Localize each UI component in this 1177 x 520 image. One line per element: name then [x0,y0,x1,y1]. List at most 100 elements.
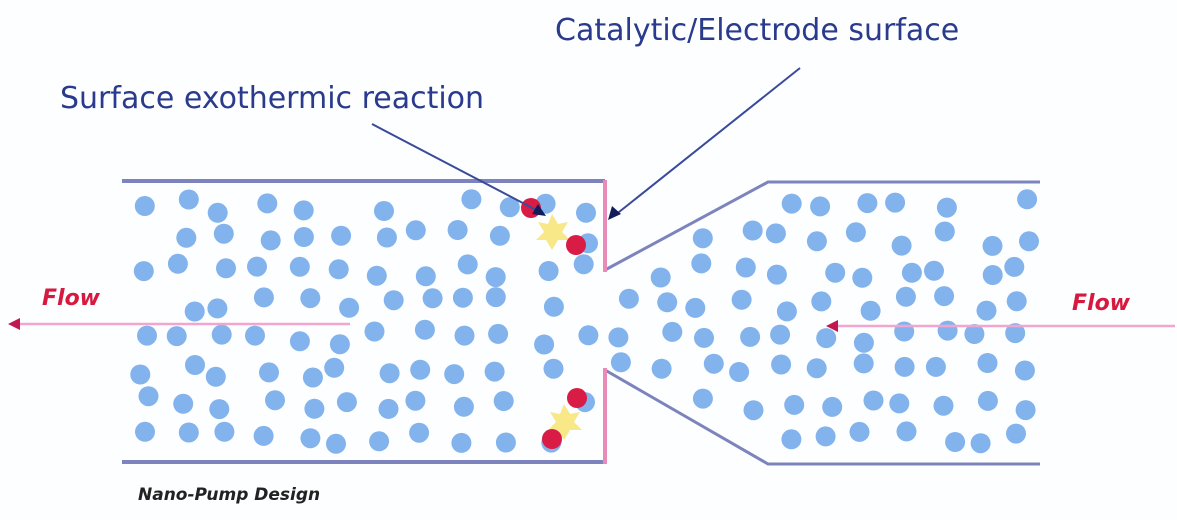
fluid-particle [300,288,321,309]
fluid-particle [207,298,228,319]
fluid-particle [740,326,761,347]
fluid-particle [608,327,629,348]
fluid-particle [934,286,955,307]
fluid-particle [138,386,159,407]
fluid-particle [184,301,205,322]
fluid-particle [489,225,510,246]
fluid-particle [247,256,267,277]
fluid-particle [810,196,831,217]
fluid-particle [415,266,436,287]
fluid-particle [265,390,285,411]
fluid-particle [137,325,157,346]
fluid-particle [378,398,399,419]
fluid-particle [860,300,881,321]
fluid-particle [694,327,714,348]
arrowhead-icon [826,320,838,332]
fluid-particle [289,256,310,277]
heat-burst-icon [536,214,570,250]
fluid-particle [945,432,966,452]
fluid-particle [329,334,350,355]
fluid-particle [692,388,713,409]
fluid-particle [211,324,232,345]
fluid-particle [982,235,1003,256]
fluid-particle [167,253,188,274]
fluid-particle [703,353,724,374]
fluid-particle [447,220,468,240]
caption: Nano-Pump Design [138,485,320,505]
fluid-particle [326,433,346,454]
fluid-particle [1014,360,1035,381]
fluid-particle [618,288,639,309]
fluid-particle [729,362,750,382]
fluid-particle [176,227,197,248]
fluid-particle [1004,256,1025,277]
fluid-particle [573,254,594,275]
fluid-particle [260,230,281,251]
fluid-particle [452,287,473,308]
fluid-particle [253,287,274,308]
fluid-particle [259,362,279,383]
fluid-particle [578,325,599,346]
fluid-particle [816,328,837,349]
fluid-particle [414,319,435,340]
fluid-particle [451,432,472,453]
fluid-particle [692,228,713,249]
fluid-particle [825,262,846,283]
fluid-particle [213,223,234,244]
fluid-particle [852,267,873,288]
fluid-particle [336,392,357,413]
channel-walls [122,179,1040,466]
fluid-particle [461,189,482,210]
fluid-particle [853,353,874,374]
fluid-particle [691,253,712,274]
fluid-particle [543,358,564,379]
fluid-particle [178,189,199,210]
fluid-particle [444,364,465,385]
fluid-particle [135,421,155,442]
fluid-particle [742,220,763,241]
fluid-particle [925,356,946,377]
fluid-particle [369,431,390,452]
fluid-particle [422,288,443,309]
fluid-particle [495,432,516,453]
product-particle [566,235,586,255]
catalytic-leader [613,67,801,217]
fluid-particle [895,286,916,307]
fluid-particle [853,332,874,353]
fluid-particle [977,390,998,411]
fluid-particle [173,393,194,414]
fluid-particle [894,321,915,342]
fluid-particle [302,367,323,388]
fluid-particle [885,192,906,213]
arrowhead-icon [608,206,621,220]
fluid-particle [485,287,506,308]
fluid-particle [976,300,997,321]
fluid-particle [901,262,922,283]
fluid-particle [253,425,274,446]
fluid-particle [970,433,991,454]
catalytic-label: Catalytic/Electrode surface [555,13,959,48]
fluid-particle [977,353,998,373]
fluid-particle [982,265,1003,285]
fluid-particle [304,398,325,419]
fluid-particle [806,358,827,379]
arrowhead-icon [532,204,546,216]
fluid-particle [731,289,752,310]
fluid-particle [770,324,791,345]
fluid-particle [134,196,155,216]
fluid-particle [934,221,955,242]
leader-lines [371,67,801,217]
fluid-particle [937,320,958,341]
fluid-particle [409,422,430,443]
arrowhead-icon [8,318,20,330]
fluid-particle [245,325,265,346]
fluid-particle [257,193,278,214]
fluid-particle [130,364,151,385]
fluid-particle [1006,291,1027,312]
fluid-particle [863,390,884,411]
fluid-particle [324,357,345,378]
fluid-particle [485,267,506,288]
fluid-particle [657,292,678,313]
fluid-particle [214,421,235,442]
